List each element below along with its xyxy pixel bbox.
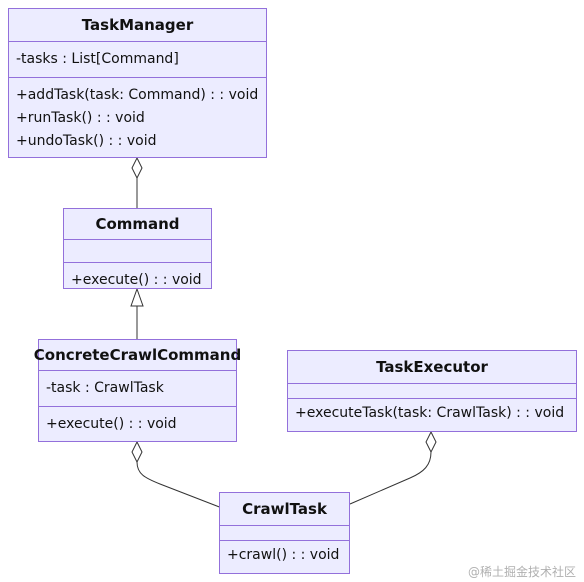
watermark: @稀土掘金技术社区 bbox=[467, 565, 576, 579]
method: +crawl() : : void bbox=[227, 547, 340, 563]
class-name: TaskExecutor bbox=[288, 351, 576, 384]
class-methods: +addTask(task: Command) : : void +runTas… bbox=[9, 77, 266, 159]
attribute: -task : CrawlTask bbox=[46, 380, 164, 396]
method: +executeTask(task: CrawlTask) : : void bbox=[295, 405, 565, 421]
class-taskmanager: TaskManager -tasks : List[Command] +addT… bbox=[8, 8, 267, 158]
class-methods: +executeTask(task: CrawlTask) : : void bbox=[288, 398, 576, 431]
class-name: TaskManager bbox=[9, 9, 266, 42]
class-methods: +crawl() : : void bbox=[220, 540, 349, 573]
class-methods: +execute() : : void bbox=[64, 262, 211, 298]
class-crawltask: CrawlTask +crawl() : : void bbox=[219, 492, 350, 574]
attribute: -tasks : List[Command] bbox=[16, 51, 179, 67]
class-name: ConcreteCrawlCommand bbox=[34, 340, 241, 371]
aggregation-diamond-concrete bbox=[131, 440, 143, 464]
class-attributes: -tasks : List[Command] bbox=[9, 42, 266, 77]
aggregation-line-executor-crawltask bbox=[349, 451, 432, 505]
method: +execute() : : void bbox=[71, 272, 202, 288]
class-concretecrawlcommand: ConcreteCrawlCommand -task : CrawlTask +… bbox=[34, 339, 241, 442]
class-attributes bbox=[64, 240, 211, 262]
method: +addTask(task: Command) : : void bbox=[16, 87, 259, 103]
class-attributes bbox=[288, 384, 576, 398]
aggregation-line-concrete-crawltask bbox=[136, 461, 223, 509]
method: +undoTask() : : void bbox=[16, 133, 157, 149]
aggregation-diamond-executor bbox=[425, 430, 437, 454]
class-taskexecutor: TaskExecutor +executeTask(task: CrawlTas… bbox=[287, 350, 577, 432]
class-methods: +execute() : : void bbox=[39, 406, 236, 442]
class-attributes bbox=[220, 526, 349, 540]
aggregation-diamond-taskmanager bbox=[131, 156, 143, 180]
class-name: CrawlTask bbox=[220, 493, 349, 526]
class-name: Command bbox=[64, 209, 211, 240]
class-attributes: -task : CrawlTask bbox=[39, 371, 236, 406]
inheritance-arrow-command bbox=[130, 287, 144, 307]
method: +runTask() : : void bbox=[16, 110, 145, 126]
method: +execute() : : void bbox=[46, 416, 177, 432]
class-command: Command +execute() : : void bbox=[63, 208, 212, 289]
